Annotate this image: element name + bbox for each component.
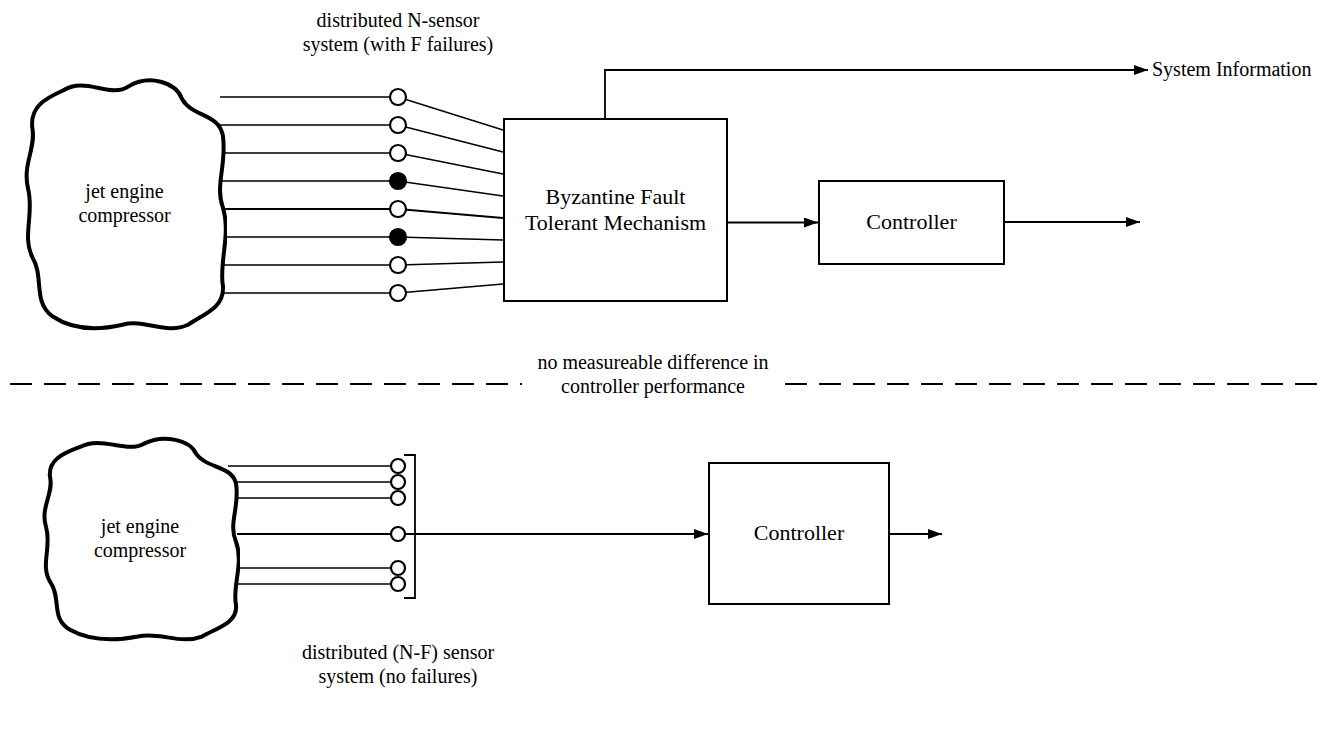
node-text: Controller (866, 209, 956, 235)
sensor-wires (228, 466, 392, 584)
sensor-group-label: distributed (N-F) sensor system (no fail… (288, 640, 508, 688)
sensor-circle (390, 145, 406, 161)
sensor-wires (220, 97, 503, 293)
process-box: Controller (818, 180, 1005, 265)
sensor-group-label: distributed N-sensor system (with F fail… (288, 8, 508, 56)
process-box: Byzantine Fault Tolerant Mechanism (503, 118, 728, 302)
connector (728, 222, 818, 224)
connector (237, 533, 708, 535)
sensor-circle (391, 561, 405, 575)
sensor-circle (391, 577, 405, 591)
info-arrow (605, 70, 1148, 118)
sensor-circle (391, 491, 405, 505)
output-arrow (1005, 221, 1140, 223)
sensor-circle (391, 475, 405, 489)
sensor-circle (391, 527, 405, 541)
sensor-circle (390, 117, 406, 133)
sensor-circle (391, 459, 405, 473)
sensor-circle (390, 89, 406, 105)
node-text: jet engine compressor (55, 179, 195, 227)
output-arrow (890, 533, 942, 535)
compressor-outline: jet engine compressor (40, 432, 240, 644)
sensor-circle (390, 285, 406, 301)
sensor-circles (390, 89, 406, 301)
sensor-circle (390, 257, 406, 273)
node-text: jet engine compressor (70, 514, 210, 562)
output-label: System Information (1152, 57, 1327, 81)
compressor-outline: jet engine compressor (22, 72, 227, 334)
compressor-shape (22, 72, 227, 334)
node-text: Byzantine Fault Tolerant Mechanism (517, 184, 714, 237)
divider-line (10, 383, 522, 385)
sensor-circles (391, 459, 405, 591)
connector (223, 209, 503, 218)
sensor-circle (390, 173, 406, 189)
compressor-shape (40, 432, 240, 644)
comparison-note: no measureable difference in controller … (533, 350, 773, 398)
compressor-outline-path (27, 80, 226, 328)
sensor-circle (390, 201, 406, 217)
sensor-circle (390, 229, 406, 245)
compressor-outline-path (44, 439, 238, 639)
process-box: Controller (708, 462, 890, 605)
node-text: Controller (754, 520, 844, 546)
sensor-bracket (404, 455, 415, 598)
divider-line (785, 383, 1322, 385)
